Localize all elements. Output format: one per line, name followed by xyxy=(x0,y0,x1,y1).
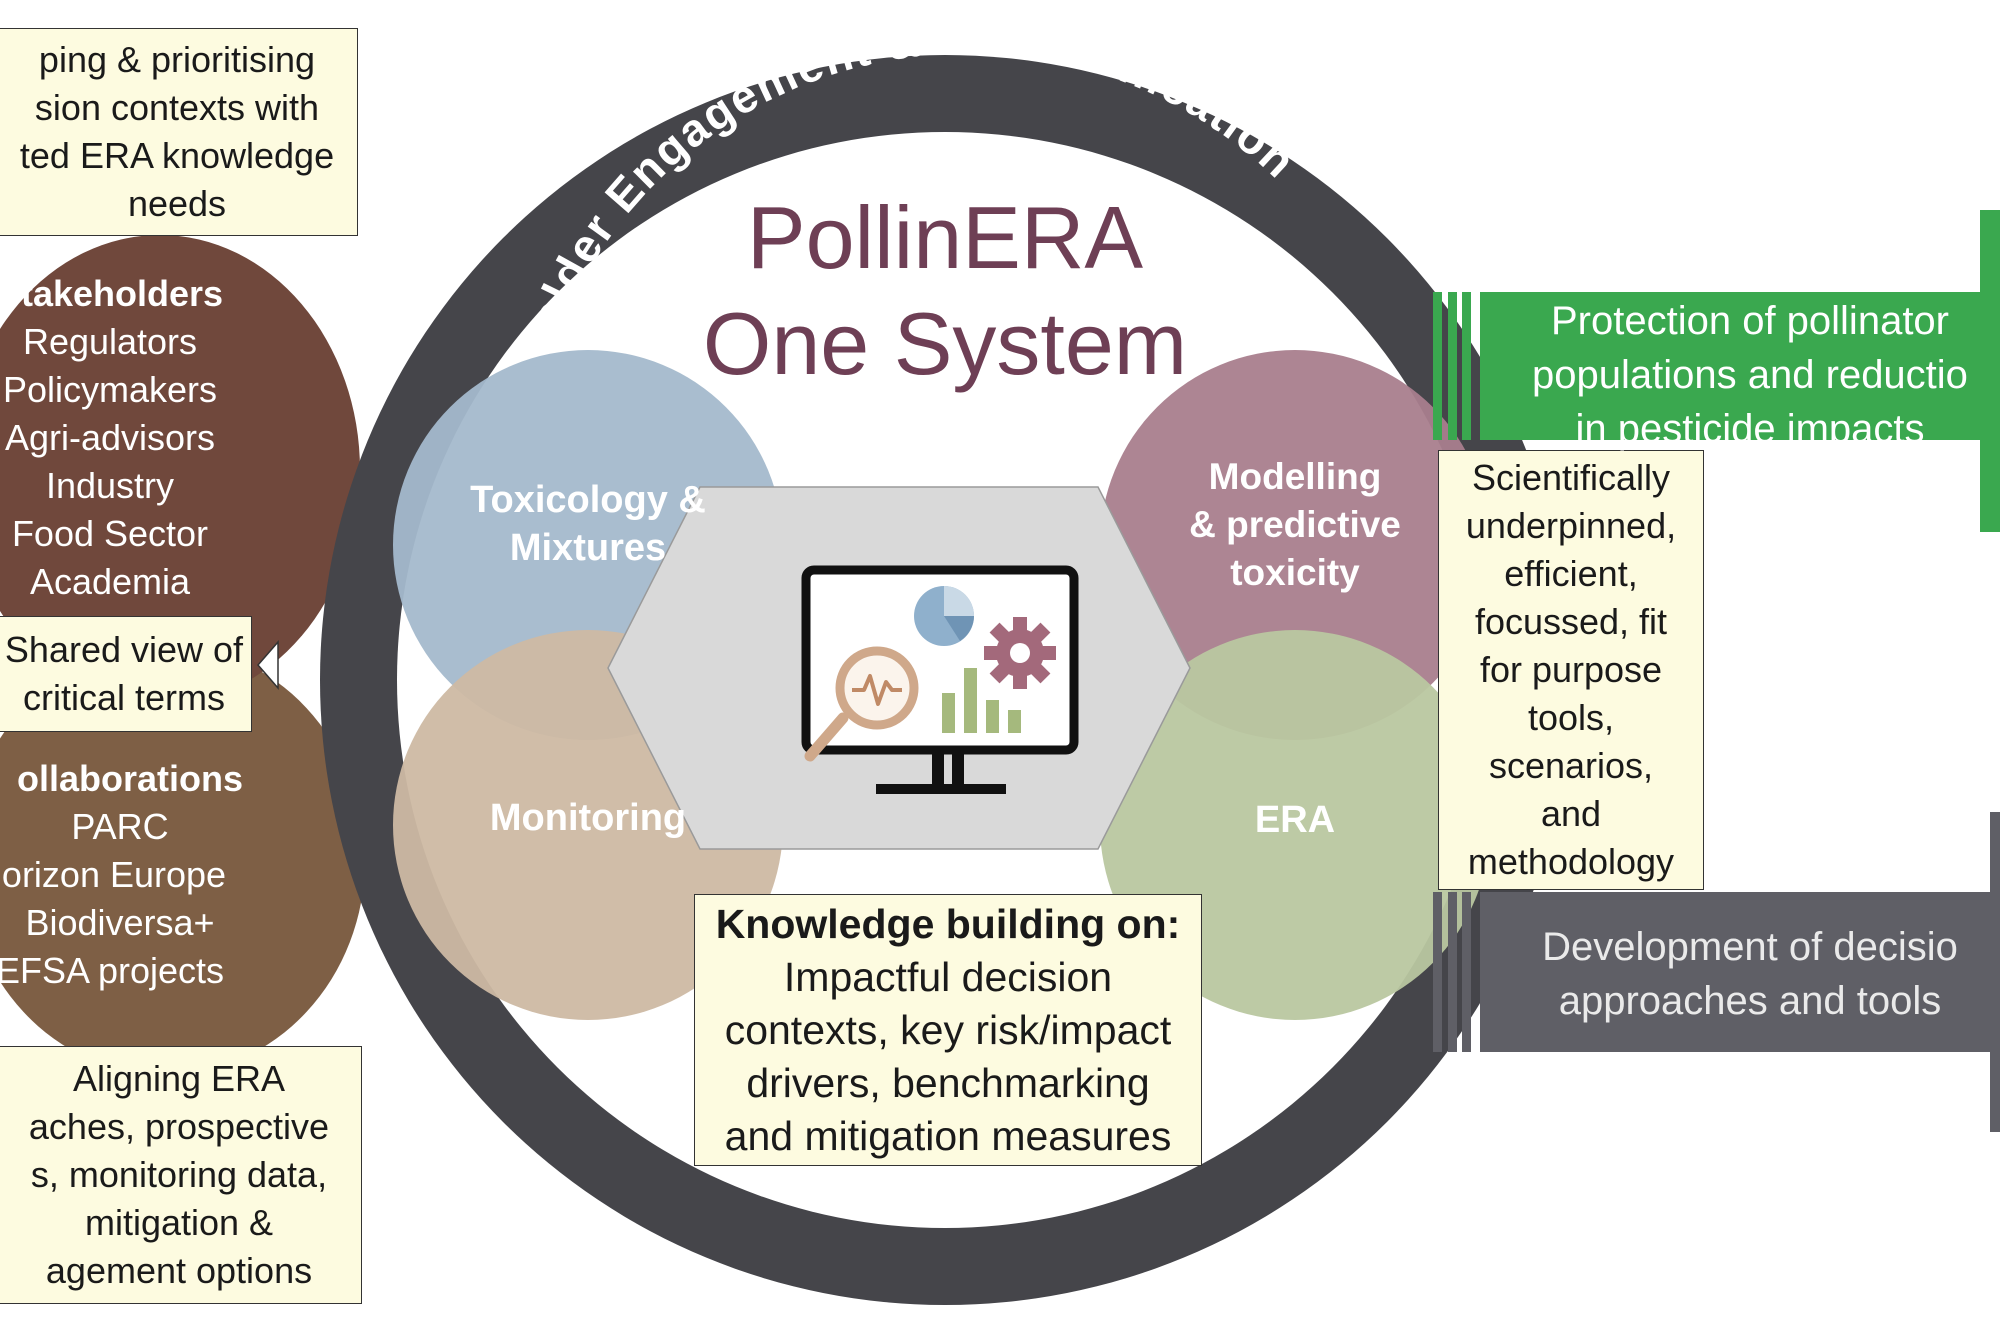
modelling-label-line-3: toxicity xyxy=(1230,552,1360,593)
tools-line: focussed, fit xyxy=(1474,601,1668,642)
tools-line: for purpose xyxy=(1479,649,1663,690)
tools-line: tools, xyxy=(1527,697,1615,738)
shared-view-box: Shared view of critical terms xyxy=(0,616,252,732)
decision-contexts-line: ted ERA knowledge xyxy=(19,135,335,176)
era-label-line-1: ERA xyxy=(1254,799,1336,841)
gray-outcome-line: Development of decisio xyxy=(1542,925,1958,969)
gray-outcome-line: approaches and tools xyxy=(1558,979,1942,1023)
knowledge-building-line: and mitigation measures xyxy=(724,1112,1172,1159)
center-title-line-2: One System xyxy=(702,294,1188,393)
decision-contexts-line: sion contexts with xyxy=(34,87,320,128)
stakeholders-blob xyxy=(0,235,360,705)
modelling-circle xyxy=(1100,350,1490,740)
tools-line: efficient, xyxy=(1504,553,1638,594)
collaborations-title: ollaborations xyxy=(16,758,244,799)
collaboration-item: PARC xyxy=(71,806,169,847)
knowledge-building-line: drivers, benchmarking xyxy=(746,1059,1150,1106)
stakeholders-title: Stakeholders xyxy=(0,273,224,314)
collaborations-list: ollaborations PARC lorizon Europe Biodiv… xyxy=(0,755,320,995)
stakeholder-item: Academia xyxy=(29,561,191,602)
modelling-label: Modelling & predictive toxicity xyxy=(1130,453,1460,597)
center-title-line-1: PollinERA xyxy=(746,188,1144,287)
collaboration-item: Biodiversa+ xyxy=(25,902,215,943)
shared-view-pointer xyxy=(257,639,279,691)
toxicology-label-line-2: Mixtures xyxy=(509,527,667,569)
modelling-label-line-2: & predictive xyxy=(1189,504,1401,545)
monitoring-label: Monitoring xyxy=(418,794,758,842)
tools-line: underpinned, xyxy=(1465,505,1677,546)
tools-line: scenarios, xyxy=(1488,745,1654,786)
aligning-era-box: Aligning ERA aches, prospective s, monit… xyxy=(0,1046,362,1304)
aligning-era-line: aches, prospective xyxy=(28,1106,330,1147)
toxicology-label: Toxicology & Mixtures xyxy=(418,476,758,572)
collaboration-item: lorizon Europe xyxy=(0,854,227,895)
toxicology-label-line-1: Toxicology & xyxy=(470,479,706,521)
knowledge-building-title: Knowledge building on: xyxy=(715,900,1181,947)
monitoring-label-line-1: Monitoring xyxy=(489,797,687,839)
tools-line: Scientifically xyxy=(1471,457,1671,498)
era-label: ERA xyxy=(1130,796,1460,844)
stakeholders-list: Stakeholders Regulators Policymakers Agr… xyxy=(0,270,320,606)
knowledge-building-box: Knowledge building on: Impactful decisio… xyxy=(694,894,1202,1166)
gray-outcome-arrow xyxy=(1433,812,2000,1132)
monitor-analytics-icon xyxy=(801,565,1079,794)
green-outcome-line: populations and reductio xyxy=(1532,353,1968,397)
decision-contexts-line: needs xyxy=(127,183,227,224)
knowledge-building-line: contexts, key risk/impact xyxy=(724,1006,1172,1053)
tools-line: and xyxy=(1540,793,1602,834)
aligning-era-line: agement options xyxy=(45,1250,313,1291)
stakeholder-item: Policymakers xyxy=(2,369,218,410)
aligning-era-line: s, monitoring data, xyxy=(30,1154,328,1195)
stakeholder-item: Agri-advisors xyxy=(4,417,216,458)
stakeholder-item: Industry xyxy=(45,465,175,506)
green-outcome-arrow xyxy=(1433,210,2000,532)
stakeholder-item: Regulators xyxy=(22,321,198,362)
shared-view-line: Shared view of xyxy=(4,629,244,670)
knowledge-building-line: Impactful decision xyxy=(783,953,1113,1000)
aligning-era-line: mitigation & xyxy=(84,1202,274,1243)
modelling-label-line-1: Modelling xyxy=(1208,456,1382,497)
green-outcome-text: Protection of pollinator populations and… xyxy=(1490,294,2000,456)
green-outcome-line: Protection of pollinator xyxy=(1550,299,1949,343)
stakeholder-item: Food Sector xyxy=(11,513,209,554)
decision-contexts-box: ping & prioritising sion contexts with t… xyxy=(0,28,358,236)
center-title: PollinERA One System xyxy=(600,185,1290,397)
collaborations-blob xyxy=(0,645,365,1075)
decision-contexts-line: ping & prioritising xyxy=(38,39,316,80)
tools-line: methodology xyxy=(1467,841,1675,882)
tools-box: Scientifically underpinned, efficient, f… xyxy=(1438,450,1704,890)
aligning-era-line: Aligning ERA xyxy=(72,1058,286,1099)
green-outcome-line: in pesticide impacts xyxy=(1575,407,1925,451)
collaboration-item: EFSA projects xyxy=(0,950,225,991)
gray-outcome-text: Development of decisio approaches and to… xyxy=(1490,920,2000,1028)
shared-view-line: critical terms xyxy=(22,677,225,718)
